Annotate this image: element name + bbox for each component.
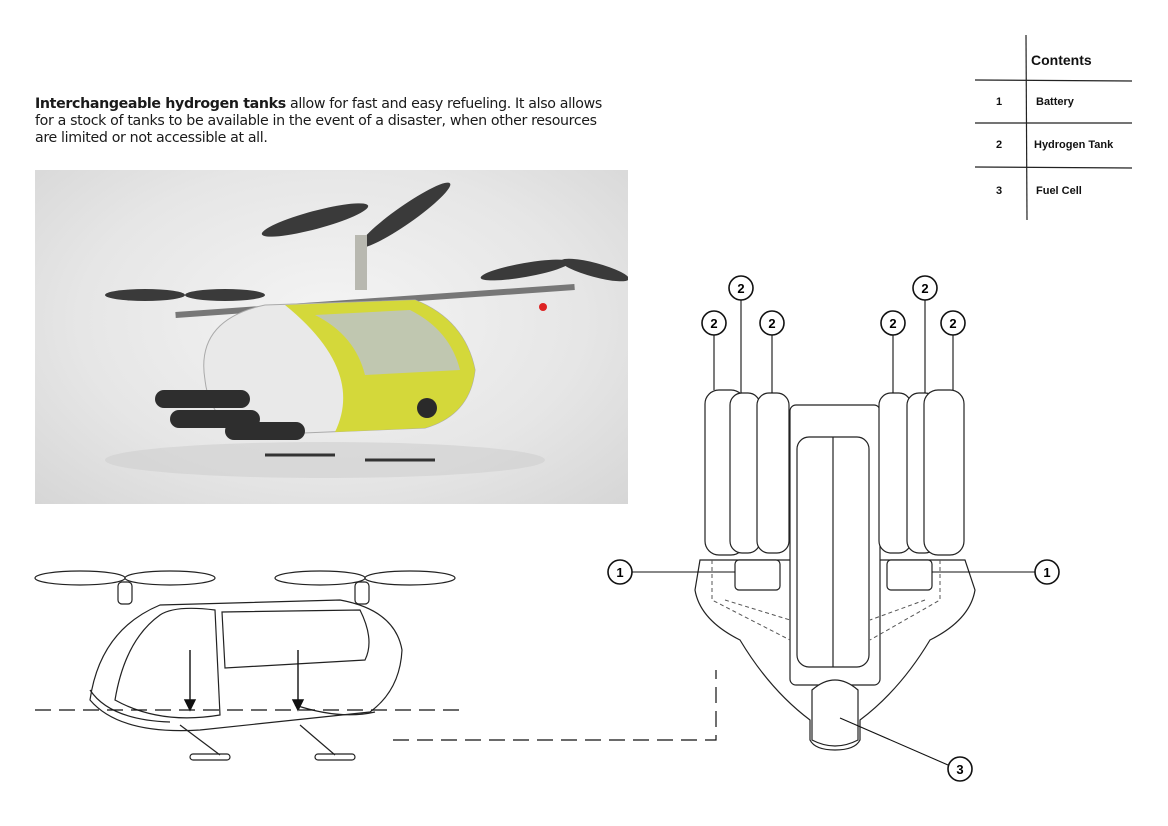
svg-text:1: 1 xyxy=(616,565,623,580)
svg-text:3: 3 xyxy=(956,762,963,777)
svg-text:2: 2 xyxy=(921,281,928,296)
intro-paragraph: Interchangeable hydrogen tanks allow for… xyxy=(35,96,615,147)
callout-tank: 2 xyxy=(701,310,727,336)
contents-title: Contents xyxy=(1031,52,1092,68)
callout-tank: 2 xyxy=(912,275,938,301)
svg-text:2: 2 xyxy=(737,281,744,296)
callout-tank: 2 xyxy=(759,310,785,336)
contents-row-num: 1 xyxy=(996,96,1003,108)
contents-row-label: Hydrogen Tank xyxy=(1034,139,1114,151)
drone-render-photo xyxy=(35,170,628,504)
callout-fuel-cell: 3 xyxy=(947,756,973,782)
svg-text:2: 2 xyxy=(949,316,956,331)
svg-text:2: 2 xyxy=(768,316,775,331)
contents-row-label: Battery xyxy=(1036,96,1074,108)
contents-row-label: Fuel Cell xyxy=(1036,185,1082,197)
intro-text: allow for fast and easy refueling. It al… xyxy=(35,96,602,146)
callout-tank: 2 xyxy=(880,310,906,336)
callout-tank: 2 xyxy=(728,275,754,301)
contents-row-num: 3 xyxy=(996,185,1003,197)
callout-tank: 2 xyxy=(940,310,966,336)
contents-row-num: 2 xyxy=(996,139,1003,151)
callout-battery: 1 xyxy=(607,559,633,585)
contents-grid-lines xyxy=(975,35,1133,220)
svg-text:1: 1 xyxy=(1043,565,1050,580)
svg-text:2: 2 xyxy=(889,316,896,331)
contents-table: Contents 1 Battery 2 Hydrogen Tank 3 Fue… xyxy=(975,35,1135,220)
callout-battery: 1 xyxy=(1034,559,1060,585)
drone-render xyxy=(105,182,628,478)
intro-bold: Interchangeable hydrogen tanks xyxy=(35,96,286,112)
svg-text:2: 2 xyxy=(710,316,717,331)
